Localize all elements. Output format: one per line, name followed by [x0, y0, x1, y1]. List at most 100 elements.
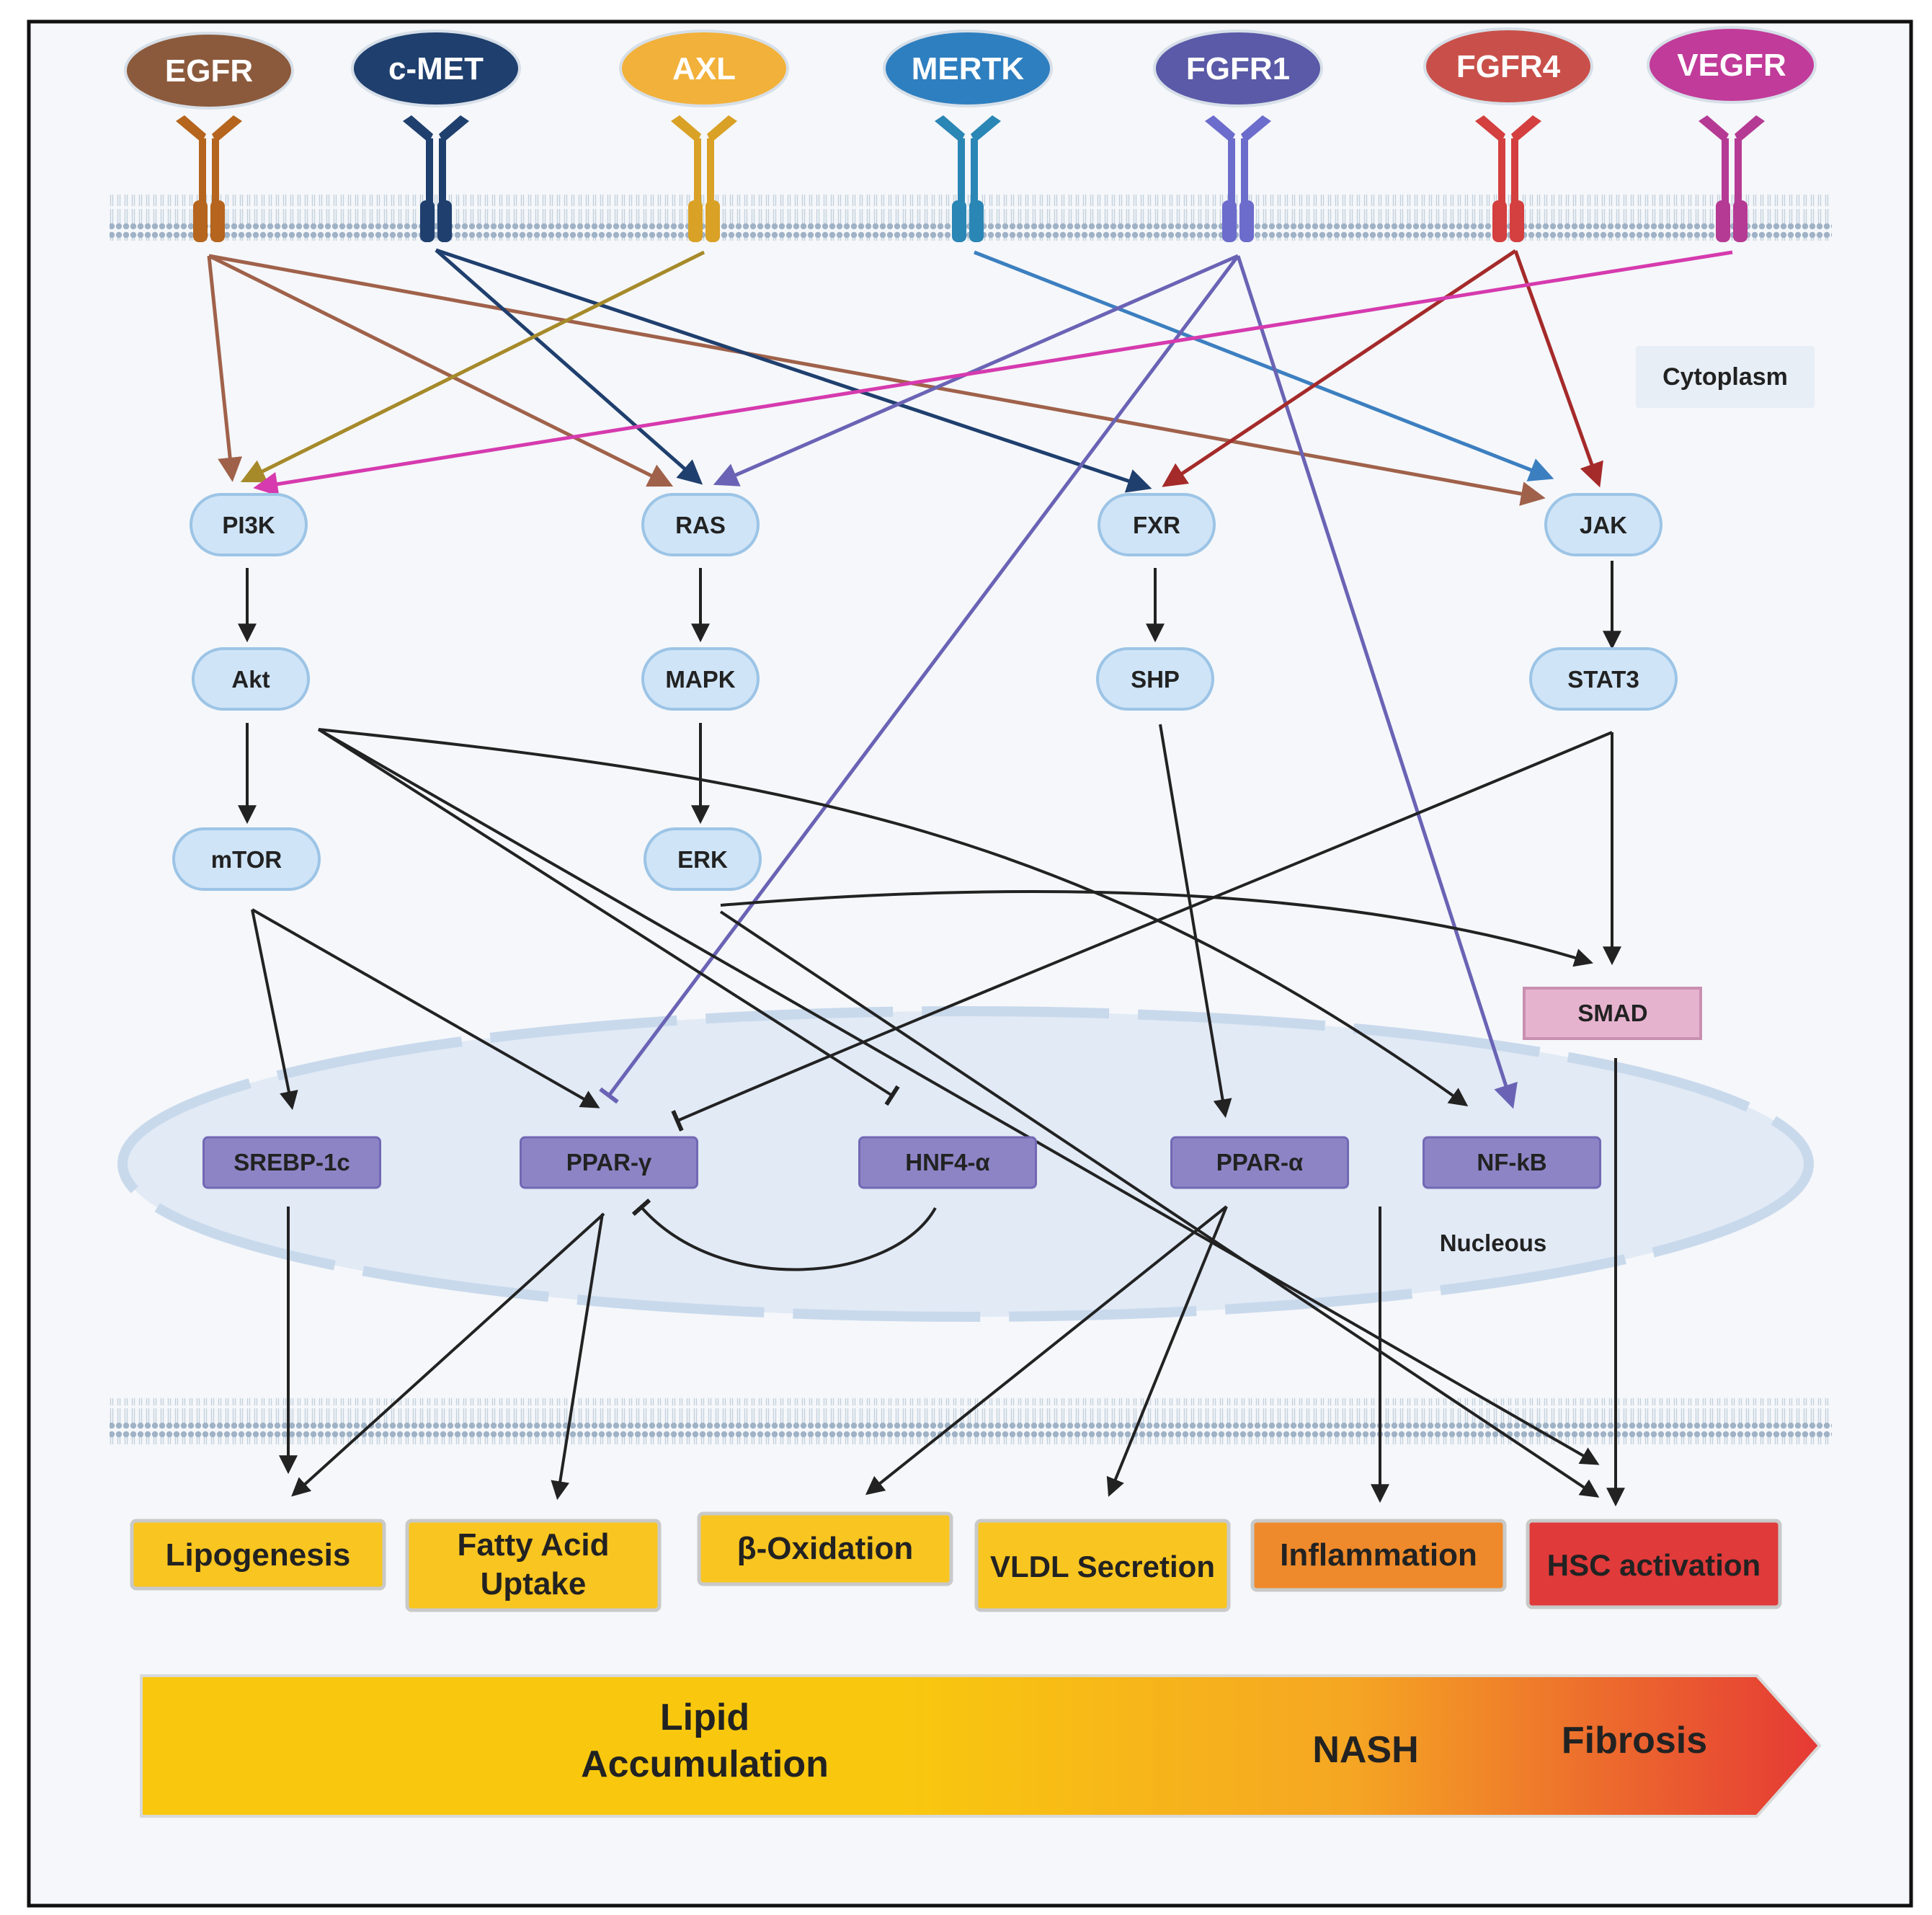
edge-mertk-jak [974, 250, 1554, 481]
node-erk-label: ERK [677, 846, 728, 873]
receptor-axl: AXL [619, 30, 789, 242]
outcome-beta-ox-box [697, 1511, 953, 1586]
receptor-stem-left [1228, 138, 1235, 203]
tf-ppara-label: PPAR-α [1216, 1149, 1304, 1176]
receptor-stem-left [199, 138, 206, 203]
node-mtor-label: mTOR [211, 846, 282, 873]
receptor-axl-ligand-oval [619, 30, 789, 107]
tf-ppara: PPAR-α [1170, 1136, 1349, 1189]
outcome-hsc-label: HSC activation [1547, 1548, 1760, 1582]
receptor-cmet-ligand-oval [351, 30, 521, 107]
node-fxr-label: FXR [1133, 512, 1180, 538]
edge-mtor-srebp [251, 909, 298, 1111]
receptor-arm-left [403, 115, 433, 143]
stage-lipid-line2: Accumulation [581, 1743, 829, 1785]
tf-srebp-box [202, 1136, 381, 1189]
receptor-tm-right [1733, 200, 1748, 242]
edge-akt-hsc [318, 728, 1600, 1465]
cytoplasm-label: Cytoplasm [1662, 363, 1788, 391]
tf-ppara-box [1170, 1136, 1349, 1189]
receptor-stem-left [1498, 138, 1505, 203]
edge-egfr-jak [208, 254, 1546, 506]
edge-ppara-vldl [1106, 1206, 1228, 1497]
edge-erk-hsc [719, 910, 1600, 1498]
receptor-tm-right [1510, 200, 1524, 242]
edge-fgfr1-ras [713, 254, 1239, 486]
node-pi3k: PI3K [190, 493, 308, 556]
receptor-cmet-label: c-MET [388, 51, 484, 86]
outcome-vldl-box [974, 1519, 1231, 1612]
receptor-stem-right [707, 138, 714, 203]
tf-pparg: PPAR-γ [520, 1136, 698, 1189]
receptor-fgfr4-ligand-oval [1423, 27, 1593, 105]
node-shp-label: SHP [1131, 666, 1180, 693]
receptor-arm-right [439, 115, 469, 143]
receptor-fgfr4-label: FGFR4 [1456, 49, 1561, 84]
node-mtor: mTOR [172, 827, 321, 891]
receptor-egfr-ligand-oval [124, 32, 294, 110]
receptor-tm-left [688, 200, 703, 242]
outcome-lipogenesis-label: Lipogenesis [166, 1537, 351, 1573]
receptor-arm-right [1511, 115, 1541, 143]
receptor-arm-right [971, 115, 1001, 143]
receptor-tm-left [1716, 200, 1730, 242]
edge-erk-smad [720, 890, 1593, 967]
receptor-axl-label: AXL [672, 51, 736, 86]
receptor-vegfr-ligand-oval [1647, 26, 1817, 104]
edge-fgfr4-fxr [1162, 249, 1517, 487]
outcome-inflammation-label: Inflammation [1280, 1537, 1477, 1573]
receptor-cmet: c-MET [351, 30, 521, 242]
node-ras-pill [641, 493, 760, 556]
outcome-beta-ox-label: β-Oxidation [737, 1531, 913, 1566]
receptor-mertk: MERTK [883, 30, 1053, 242]
stage-nash: NASH [1312, 1729, 1418, 1771]
receptor-egfr-label: EGFR [165, 53, 253, 89]
outcome-inflammation: Inflammation [1250, 1519, 1507, 1592]
edge-hnf4-pparg [631, 1198, 937, 1271]
node-fxr-pill [1098, 493, 1216, 556]
receptor-egfr: EGFR [124, 32, 294, 242]
edge-ppara-betaox [865, 1205, 1228, 1496]
pathway-edges [207, 248, 1733, 1507]
receptor-tm-left [420, 200, 435, 242]
outcome-fatty-acid-label-line2: Uptake [481, 1566, 587, 1601]
node-erk-pill [644, 827, 762, 891]
node-ras: RAS [641, 493, 760, 556]
edge-akt-nfkb [318, 728, 1469, 1107]
receptor-arm-left [671, 115, 701, 143]
node-mapk-pill [641, 647, 760, 711]
receptor-tm-left [1222, 200, 1237, 242]
receptor-tm-left [952, 200, 966, 242]
receptor-tm-right [1239, 200, 1254, 242]
node-smad-box [1523, 987, 1702, 1040]
outcome-vldl: VLDL Secretion [974, 1519, 1231, 1612]
node-jak-pill [1544, 493, 1662, 556]
edge-pparg-fattyacid [551, 1213, 604, 1501]
node-pi3k-pill [190, 493, 308, 556]
node-fxr: FXR [1098, 493, 1216, 556]
edge-stat3-pparg [671, 731, 1613, 1132]
outcome-lipogenesis-box [130, 1519, 386, 1591]
tf-nfkb-box [1423, 1136, 1601, 1189]
receptor-stem-right [439, 138, 446, 203]
node-mapk: MAPK [641, 647, 760, 711]
receptor-tm-left [193, 200, 208, 242]
node-akt: Akt [192, 647, 310, 711]
receptor-stem-left [958, 138, 965, 203]
stage-fibrosis: Fibrosis [1562, 1720, 1707, 1761]
outcome-fatty-acid-box [405, 1519, 662, 1612]
cytoplasm-label-box: Cytoplasm [1636, 346, 1815, 408]
figure-frame [27, 19, 1913, 1908]
tf-hnf4-box [858, 1136, 1037, 1189]
tf-srebp-label: SREBP-1c [233, 1149, 350, 1176]
node-ras-label: RAS [675, 512, 726, 538]
receptor-arm-right [1241, 115, 1271, 143]
node-smad: SMAD [1523, 987, 1702, 1040]
receptor-stem-right [1735, 138, 1742, 203]
